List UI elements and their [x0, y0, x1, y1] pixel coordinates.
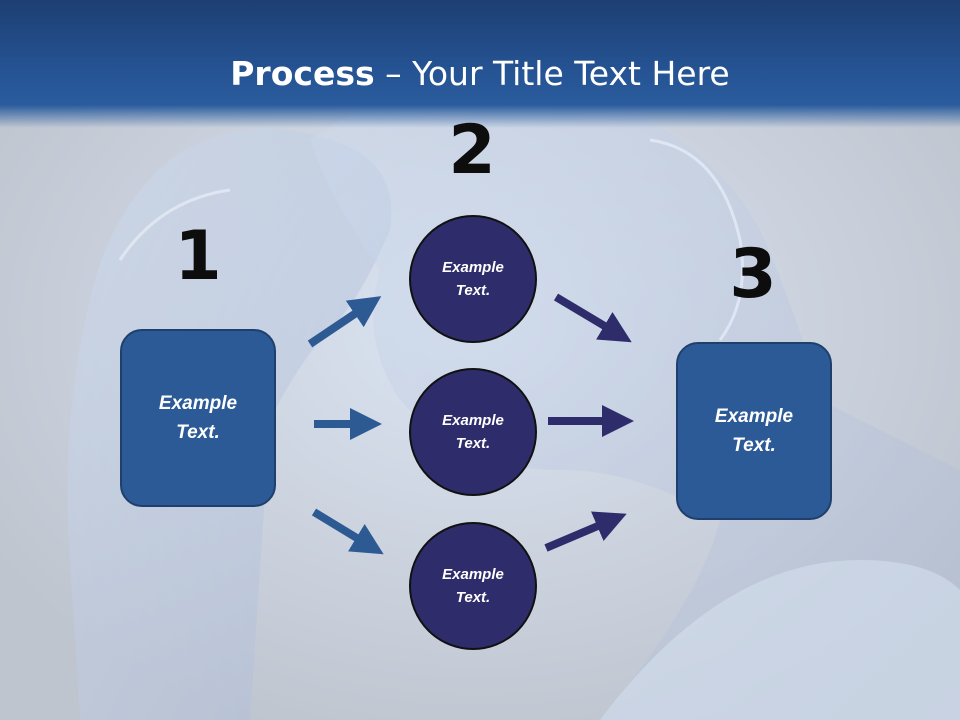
arrow-to-bottom-circle: [311, 508, 384, 555]
step-2-circle-bottom: Example Text.: [409, 522, 537, 650]
step-3-box: Example Text.: [676, 342, 832, 520]
step-3-text-line-1: Example: [714, 406, 794, 427]
slide-title: Process – Your Title Text Here: [0, 52, 960, 96]
circle-bottom-text-line-2: Text.: [455, 589, 491, 606]
circle-top-text-line-2: Text.: [455, 282, 491, 299]
step-number-1: 1: [174, 217, 222, 296]
circle-bottom-text-line-1: Example: [442, 566, 504, 583]
step-2-circle-middle: Example Text.: [409, 368, 537, 496]
arrow-from-top-circle: [553, 293, 632, 343]
arrow-to-top-circle: [307, 296, 382, 348]
arrow-from-bottom-circle: [544, 511, 627, 552]
step-1-text-line-1: Example: [158, 393, 238, 414]
circle-middle-text-line-1: Example: [442, 412, 504, 429]
step-1-text-line-2: Text.: [176, 422, 220, 443]
title-bold-part: Process: [230, 54, 375, 93]
title-bar: [0, 0, 960, 128]
step-1-box: Example Text.: [120, 329, 276, 507]
step-2-circle-top: Example Text.: [409, 215, 537, 343]
circle-top-text-line-1: Example: [442, 259, 504, 276]
step-number-3: 3: [729, 235, 777, 314]
step-number-2: 2: [448, 111, 496, 190]
step-3-text-line-2: Text.: [732, 435, 776, 456]
circle-middle-text-line-2: Text.: [455, 435, 491, 452]
title-rest-part: – Your Title Text Here: [374, 54, 730, 93]
